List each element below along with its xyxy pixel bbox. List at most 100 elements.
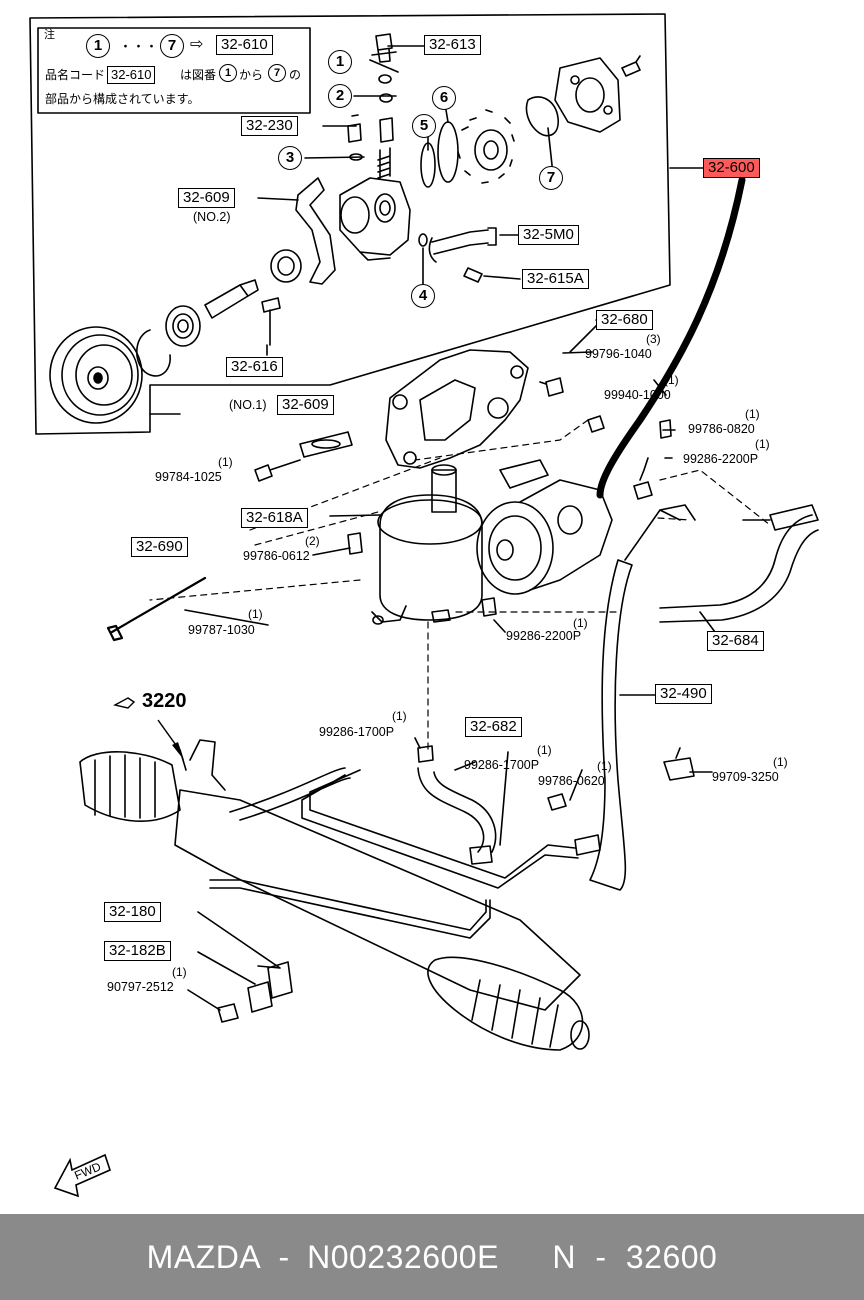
note-line2-kara: から bbox=[239, 68, 264, 82]
pump-rotor bbox=[457, 109, 515, 184]
qty-99286-2200p-b: (1) bbox=[573, 616, 588, 630]
callout-1: 1 bbox=[328, 50, 352, 74]
note-range-code: 32-610 bbox=[216, 35, 273, 55]
qty-99940-1000: (1) bbox=[664, 373, 679, 387]
label-32-684[interactable]: 32-684 bbox=[707, 631, 764, 651]
fastener-99786-0820a[interactable]: 99786-0820 bbox=[688, 422, 755, 436]
note-line3: 部品から構成されています。 bbox=[45, 92, 200, 106]
qty-99786-0620: (1) bbox=[597, 759, 612, 773]
fastener-99709-3250[interactable]: 99709-3250 bbox=[712, 770, 779, 784]
footer-sep-2: - bbox=[595, 1239, 607, 1275]
note-line2-prefix: 品名コード bbox=[45, 68, 106, 82]
fastener-99786-0620[interactable]: 99786-0620 bbox=[538, 774, 605, 788]
label-32-613[interactable]: 32-613 bbox=[424, 35, 481, 55]
callout-5: 5 bbox=[412, 114, 436, 138]
pipe-32-5m0 bbox=[428, 227, 497, 263]
qty-99709-3250: (1) bbox=[773, 755, 788, 769]
label-no1: (NO.1) bbox=[229, 398, 267, 412]
qty-99784-1025: (1) bbox=[218, 455, 233, 469]
bolt-99786-0612 bbox=[347, 532, 363, 555]
fastener-99286-1700p-b[interactable]: 99286-1700P bbox=[464, 758, 540, 772]
pump-shaft bbox=[204, 279, 259, 319]
label-32-180[interactable]: 32-180 bbox=[104, 902, 161, 922]
note-header: 注 bbox=[44, 29, 55, 41]
fastener-99286-2200p-a[interactable]: 99286-2200P bbox=[683, 452, 759, 466]
hose-32-682 bbox=[417, 767, 497, 853]
clamp-99286-1700p-a bbox=[417, 745, 434, 763]
footer-part-number: N00232600E bbox=[307, 1239, 499, 1275]
note-arrow: ⇨ bbox=[190, 36, 204, 53]
fastener-99940-1000[interactable]: 99940-1000 bbox=[604, 388, 671, 402]
high-pressure-hose bbox=[596, 176, 746, 499]
pump-pulley bbox=[49, 326, 143, 424]
label-32-618a[interactable]: 32-618A bbox=[241, 508, 308, 528]
note-box bbox=[37, 27, 311, 114]
label-32-609-no1[interactable]: 32-609 bbox=[277, 395, 334, 415]
fastener-90797-2512[interactable]: 90797-2512 bbox=[107, 980, 174, 994]
callout-3: 3 bbox=[278, 146, 302, 170]
qty-99787-1030: (1) bbox=[248, 607, 263, 621]
return-hose-32-684 bbox=[659, 514, 813, 609]
reference-3220[interactable]: 3220 bbox=[142, 690, 187, 712]
cover-bolt bbox=[621, 55, 641, 77]
gasket-7 bbox=[525, 96, 559, 137]
label-32-682[interactable]: 32-682 bbox=[465, 717, 522, 737]
footer-group-prefix: N bbox=[552, 1239, 576, 1275]
label-32-600-highlighted[interactable]: 32-600 bbox=[703, 158, 760, 178]
label-32-182b[interactable]: 32-182B bbox=[104, 941, 171, 961]
flow-valve bbox=[379, 117, 394, 143]
bolt-99784 bbox=[254, 459, 301, 482]
fwd-arrow bbox=[53, 1153, 111, 1198]
label-32-690[interactable]: 32-690 bbox=[131, 537, 188, 557]
callout-7: 7 bbox=[539, 166, 563, 190]
label-32-609-no2[interactable]: 32-609 bbox=[178, 188, 235, 208]
note-line2-mid: は図番 bbox=[180, 68, 217, 82]
fastener-99286-1700p-a[interactable]: 99286-1700P bbox=[319, 725, 395, 739]
label-32-680[interactable]: 32-680 bbox=[596, 310, 653, 330]
qty-99786-0612: (2) bbox=[305, 534, 320, 548]
bolt-99796 bbox=[539, 377, 564, 397]
pump-end-cover bbox=[554, 57, 621, 133]
label-32-230[interactable]: 32-230 bbox=[241, 116, 298, 136]
pump-bracket bbox=[385, 349, 529, 469]
label-32-5m0[interactable]: 32-5M0 bbox=[518, 225, 579, 245]
return-pipe-lower bbox=[209, 879, 491, 939]
label-32-615a[interactable]: 32-615A bbox=[522, 269, 589, 289]
qty-99286-2200p-a: (1) bbox=[755, 437, 770, 451]
fastener-99786-0612[interactable]: 99786-0612 bbox=[243, 549, 310, 563]
inset-frame bbox=[29, 13, 671, 435]
exploded-parts-diagram bbox=[29, 13, 819, 1198]
callout-2: 2 bbox=[328, 84, 352, 108]
fastener-99787-1030[interactable]: 99787-1030 bbox=[188, 623, 255, 637]
pump-bearing bbox=[165, 305, 201, 347]
steering-gear bbox=[79, 739, 590, 1051]
pressure-switch bbox=[347, 114, 362, 143]
label-no2: (NO.2) bbox=[193, 210, 231, 224]
callout-6: 6 bbox=[432, 86, 456, 110]
note-line2-code: 32-610 bbox=[107, 66, 156, 84]
fastener-99286-2200p-b[interactable]: 99286-2200P bbox=[506, 629, 582, 643]
clamp-99286-2200p-lower bbox=[481, 597, 497, 617]
oil-seal bbox=[270, 249, 302, 283]
pump-assembly bbox=[476, 459, 613, 595]
bolt-99786-0820a bbox=[659, 419, 672, 439]
clip-32-182b bbox=[247, 981, 273, 1013]
seal-6 bbox=[437, 121, 459, 183]
pressure-pipe bbox=[229, 767, 579, 889]
qty-99286-1700p-b: (1) bbox=[537, 743, 552, 757]
fastener-99784-1025[interactable]: 99784-1025 bbox=[155, 470, 222, 484]
bolt-32-616 bbox=[261, 297, 281, 346]
label-32-490[interactable]: 32-490 bbox=[655, 684, 712, 704]
footer-brand: MAZDA bbox=[146, 1239, 262, 1275]
qty-99796-1040: (3) bbox=[646, 332, 661, 346]
note-range-end: 7 bbox=[160, 34, 184, 58]
clamp-99286-2200p-upper bbox=[633, 481, 653, 500]
clip-99709 bbox=[663, 747, 695, 781]
fastener-99796-1040[interactable]: 99796-1040 bbox=[585, 347, 652, 361]
o-ring-1 bbox=[378, 74, 392, 84]
label-32-616[interactable]: 32-616 bbox=[226, 357, 283, 377]
return-pipe-32-490 bbox=[589, 559, 633, 891]
o-ring-2 bbox=[379, 93, 393, 103]
qty-90797-2512: (1) bbox=[172, 965, 187, 979]
footer-sep-1: - bbox=[278, 1239, 290, 1275]
